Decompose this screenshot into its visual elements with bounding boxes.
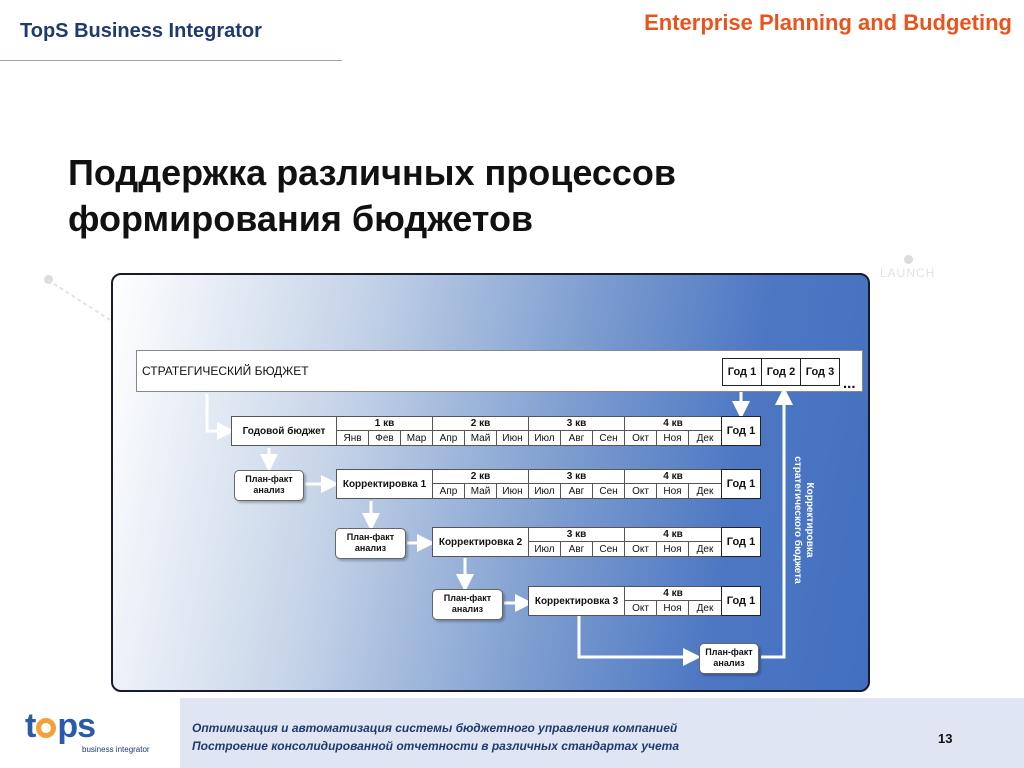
month-cell: Окт: [624, 430, 657, 446]
quarter-header: 3 кв: [528, 527, 625, 542]
plan-fact-analysis-2: План-факт анализ: [335, 528, 406, 559]
logo-subtitle: business integrator: [82, 745, 150, 754]
month-cell: Май: [464, 483, 497, 499]
month-cell: Сен: [592, 430, 625, 446]
row-label-correction-2: Корректировка 2: [432, 527, 529, 557]
month-cell: Сен: [592, 483, 625, 499]
correction-label-line-2: стратегического бюджета: [792, 456, 803, 584]
month-cell: Июн: [496, 483, 529, 499]
month-cell: Авг: [560, 483, 593, 499]
month-cell: Сен: [592, 541, 625, 557]
month-cell: Июл: [528, 483, 561, 499]
plan-fact-line-2: анализ: [253, 485, 285, 495]
slide-title: Поддержка различных процессов формирован…: [68, 150, 676, 242]
month-cell: Авг: [560, 430, 593, 446]
title-line-2: формирования бюджетов: [68, 198, 534, 239]
arrow-strategic-to-annual: [205, 394, 235, 440]
target-indicators-label: Целевые показатли: [168, 397, 192, 477]
plan-fact-line-1: План-факт: [346, 532, 395, 542]
arrow-correction-up: [761, 387, 793, 659]
row-year: Год 1: [721, 586, 761, 616]
month-cell: Июл: [528, 541, 561, 557]
logo-ring-icon: [36, 718, 57, 738]
plan-fact-line-2: анализ: [713, 658, 745, 668]
month-cell: Авг: [560, 541, 593, 557]
decor-dot: [904, 255, 913, 264]
month-cell: Ноя: [656, 541, 689, 557]
decor-lines: [47, 279, 111, 321]
row-year: Год 1: [721, 469, 761, 499]
strategic-year-3: Год 3: [800, 358, 840, 386]
arrow-corr3-to-pf4: [577, 616, 701, 666]
logo-letters-ps: ps: [57, 707, 96, 745]
plan-fact-line-2: анализ: [354, 543, 387, 553]
more-years-ellipsis: ...: [843, 375, 856, 392]
quarter-header: 3 кв: [528, 416, 625, 431]
month-cell: Фев: [368, 430, 401, 446]
footer-line-2: Построение консолидированной отчетности …: [192, 739, 680, 753]
month-cell: Окт: [624, 600, 657, 616]
month-cell: Апр: [432, 483, 465, 499]
product-name: Enterprise Planning and Budgeting: [644, 10, 1012, 35]
month-cell: Апр: [432, 430, 465, 446]
plan-fact-line-1: План-факт: [443, 593, 492, 603]
logo-letter-t: t: [25, 707, 36, 745]
correction-label-line-1: Корректировка: [804, 482, 815, 558]
month-cell: Окт: [624, 483, 657, 499]
strategic-correction-label: Корректировка стратегического бюджета: [791, 425, 815, 615]
month-cell: Дек: [688, 483, 722, 499]
quarter-header: 2 кв: [432, 469, 529, 484]
row-label-annual-budget: Годовой бюджет: [231, 416, 337, 446]
month-cell: Июл: [528, 430, 561, 446]
target-label-line-1: Целевые: [168, 414, 179, 460]
month-cell: Мар: [400, 430, 433, 446]
month-cell: Июн: [496, 430, 529, 446]
row-label-correction-1: Корректировка 1: [336, 469, 433, 499]
month-cell: Дек: [688, 541, 722, 557]
title-line-1: Поддержка различных процессов: [68, 152, 677, 193]
watermark-text: LAUNCH: [880, 266, 936, 280]
header-divider: [0, 60, 342, 61]
month-cell: Май: [464, 430, 497, 446]
month-cell: Ноя: [656, 483, 689, 499]
plan-fact-line-1: План-факт: [705, 647, 753, 657]
quarter-header: 4 кв: [624, 469, 722, 484]
month-cell: Янв: [336, 430, 369, 446]
plan-fact-analysis-4: План-факт анализ: [699, 643, 759, 674]
plan-fact-analysis-3: План-факт анализ: [432, 589, 503, 620]
quarter-header: 4 кв: [624, 416, 722, 431]
strategic-year-1: Год 1: [722, 358, 762, 386]
row-label-correction-3: Корректировка 3: [528, 586, 625, 616]
month-cell: Дек: [688, 600, 722, 616]
quarter-header: 1 кв: [336, 416, 433, 431]
row-year: Год 1: [721, 527, 761, 557]
quarter-header: 4 кв: [624, 527, 722, 542]
plan-fact-line-1: План-факт: [245, 474, 293, 484]
month-cell: Окт: [624, 541, 657, 557]
quarter-header: 3 кв: [528, 469, 625, 484]
month-cell: Дек: [688, 430, 722, 446]
quarter-header: 2 кв: [432, 416, 529, 431]
quarter-header: 4 кв: [624, 586, 722, 601]
footer-line-1: Оптимизация и автоматизация системы бюдж…: [192, 721, 678, 735]
target-label-line-2: показатли: [180, 411, 191, 463]
strategic-budget-label: СТРАТЕГИЧЕСКИЙ БЮДЖЕТ: [142, 364, 309, 378]
brand-name: TopS Business Integrator: [20, 20, 262, 42]
plan-fact-line-2: анализ: [451, 604, 484, 614]
plan-fact-analysis-1: План-факт анализ: [234, 470, 304, 501]
footer-band: [180, 698, 1024, 768]
month-cell: Ноя: [656, 600, 689, 616]
page-number: 13: [938, 731, 953, 746]
month-cell: Ноя: [656, 430, 689, 446]
row-year: Год 1: [721, 416, 761, 446]
